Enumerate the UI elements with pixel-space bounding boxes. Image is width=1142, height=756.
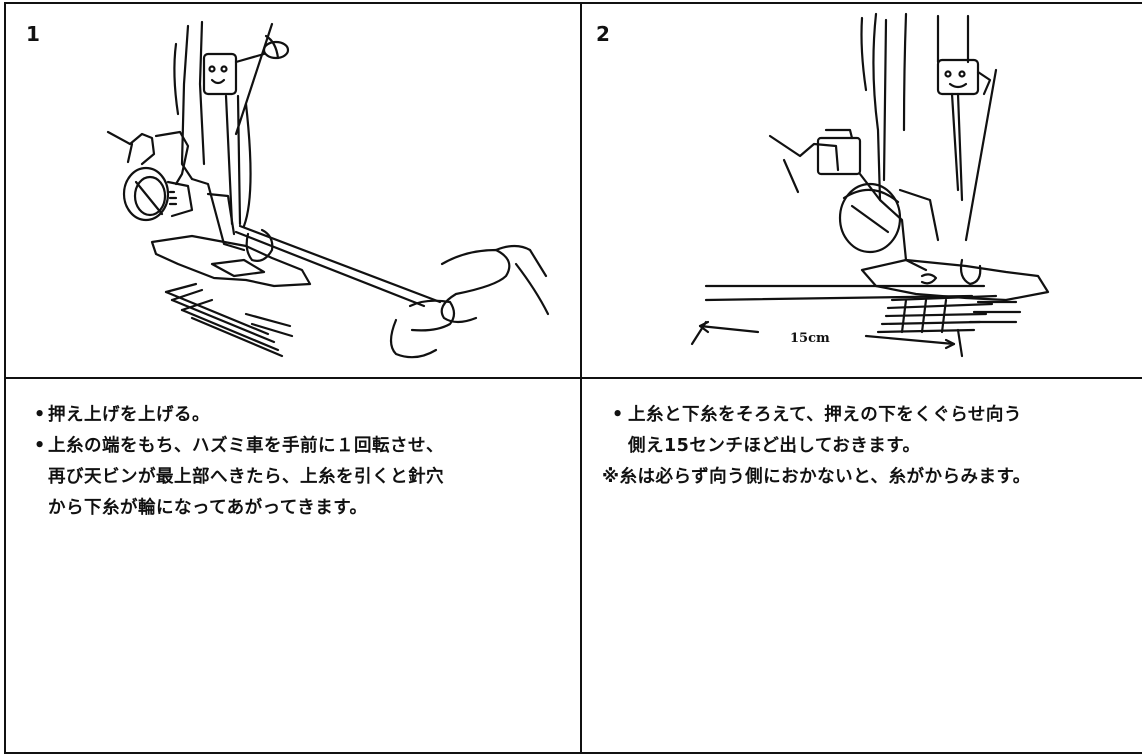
text-line: から下糸が輪になってあがってきます。 bbox=[34, 493, 444, 524]
text-line: 側え15センチほど出しておきます。 bbox=[602, 431, 1031, 462]
illustration-step-1 bbox=[106, 20, 550, 359]
line-text: から下糸が輪になってあがってきます。 bbox=[48, 498, 368, 518]
text-line: 再び天ビンが最上部へきたら、上糸を引くと針穴 bbox=[34, 462, 444, 493]
text-line: •上糸と下糸をそろえて、押えの下をくぐらせ向う bbox=[602, 400, 1031, 431]
bullet: • bbox=[612, 405, 624, 425]
line-text: 再び天ビンが最上部へきたら、上糸を引くと針穴 bbox=[48, 467, 444, 487]
line-text: 上糸と下糸をそろえて、押えの下をくぐらせ向う bbox=[628, 405, 1022, 425]
illustration-step-2: 15cm bbox=[690, 12, 1050, 358]
text-line: •上糸の端をもち、ハズミ車を手前に１回転させ、 bbox=[34, 431, 444, 462]
line-text: 上糸の端をもち、ハズミ車を手前に１回転させ、 bbox=[48, 436, 444, 456]
step-number-2: 2 bbox=[596, 22, 610, 46]
note-line: ※糸は必らず向う側におかないと、糸がからみます。 bbox=[602, 462, 1031, 493]
instruction-grid: 1 bbox=[4, 2, 1142, 754]
step-number-1: 1 bbox=[26, 22, 40, 46]
dimension-label: 15cm bbox=[790, 331, 830, 346]
line-text: 側え15センチほど出しておきます。 bbox=[628, 436, 921, 456]
note-text: 糸は必らず向う側におかないと、糸がからみます。 bbox=[619, 467, 1031, 487]
text-line: •押え上げを上げる。 bbox=[34, 400, 444, 431]
line-text: 押え上げを上げる。 bbox=[48, 405, 210, 425]
bullet: • bbox=[34, 436, 46, 456]
row-divider bbox=[6, 377, 1142, 379]
bullet: • bbox=[34, 405, 46, 425]
step-1-text: •押え上げを上げる。 •上糸の端をもち、ハズミ車を手前に１回転させ、 再び天ビン… bbox=[34, 400, 444, 524]
step-2-text: •上糸と下糸をそろえて、押えの下をくぐらせ向う 側え15センチほど出しておきます… bbox=[602, 400, 1031, 493]
note-mark: ※ bbox=[602, 467, 620, 487]
